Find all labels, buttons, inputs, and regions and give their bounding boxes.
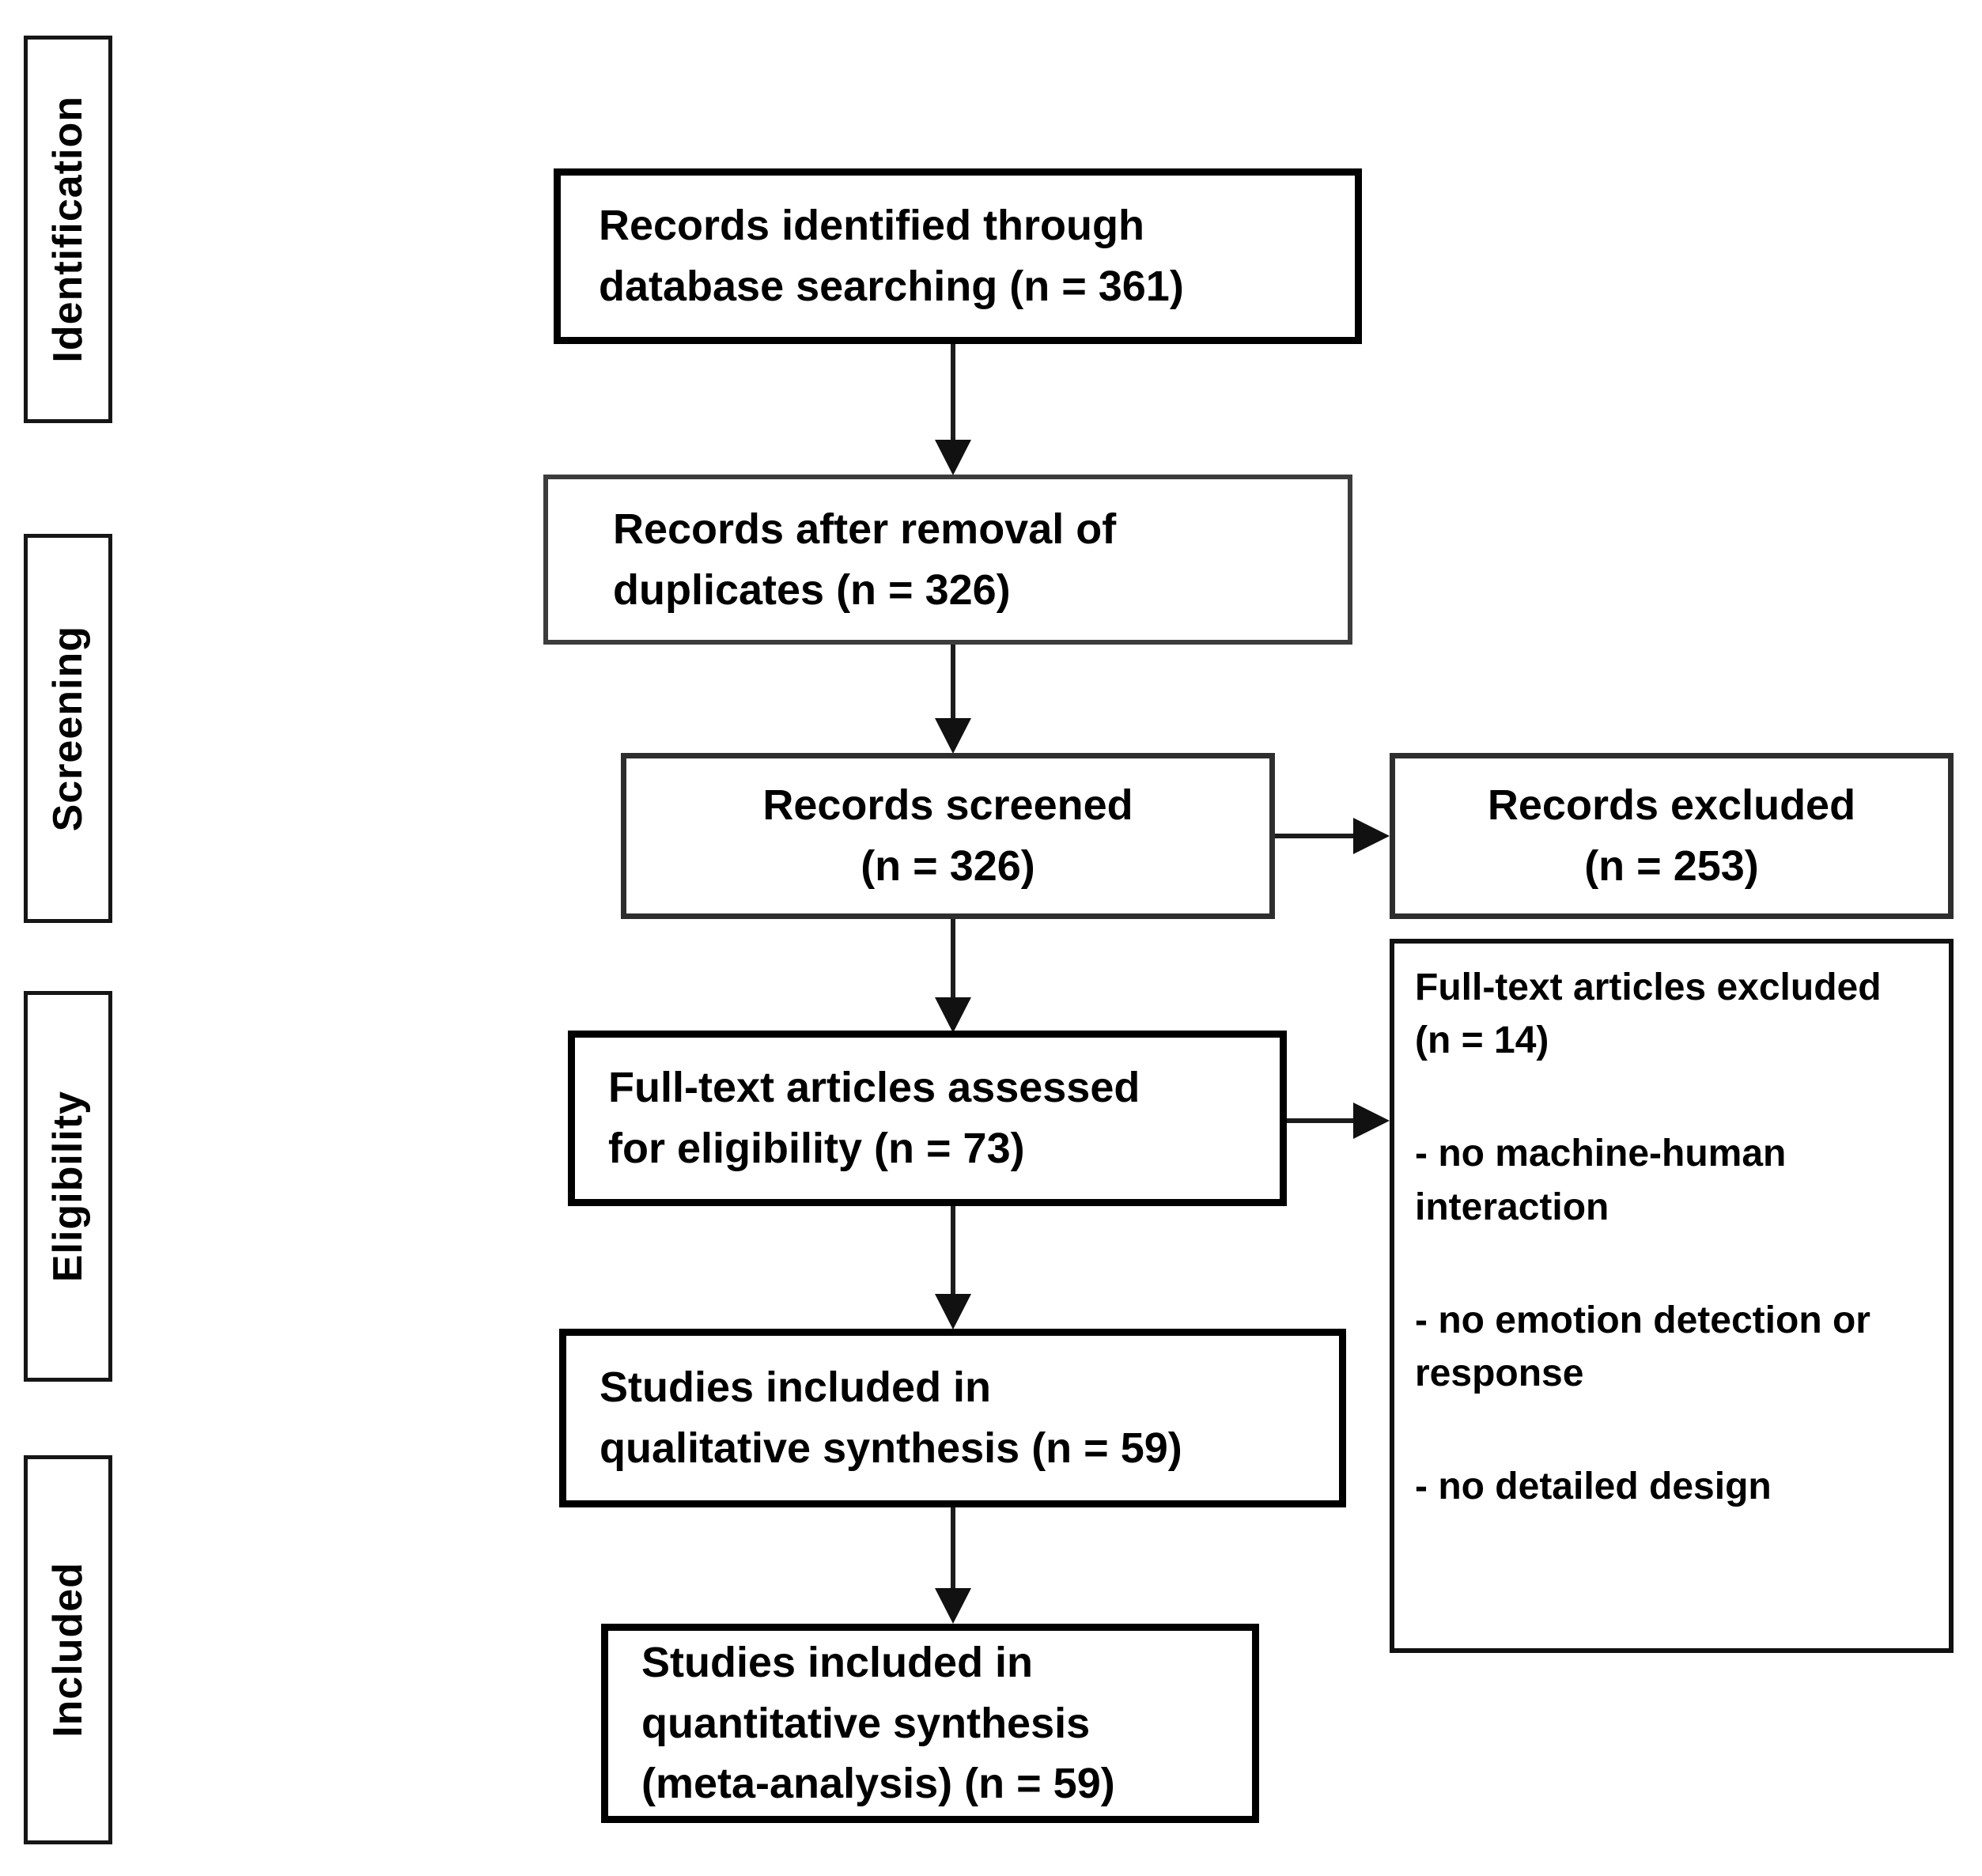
stage-eligibility-label: Eligibility — [45, 1090, 91, 1283]
exclusion-reason-2: - no emotion detection or response — [1415, 1299, 1870, 1394]
box-duplicates-removed: Records after removal of duplicates (n =… — [543, 475, 1352, 645]
box-records-excluded: Records excluded (n = 253) — [1390, 753, 1954, 919]
stage-screening: Screening — [24, 534, 112, 923]
arrow-screened-to-assessed-head — [935, 997, 971, 1033]
box-fulltext-assessed-text: Full-text articles assessed for eligibil… — [608, 1064, 1140, 1172]
box-records-excluded-text: Records excluded (n = 253) — [1487, 781, 1856, 890]
box-quantitative-synthesis-text: Studies included in quantitative synthes… — [641, 1638, 1115, 1808]
box-records-identified: Records identified through database sear… — [554, 168, 1362, 344]
arrow-assessed-to-ftexcluded-head — [1353, 1103, 1390, 1139]
box-fulltext-excluded-header: Full-text articles excluded (n = 14) — [1415, 966, 1882, 1062]
arrow-identified-to-dedup-head — [935, 440, 971, 475]
arrow-qualitative-to-quantitative-head — [935, 1588, 971, 1624]
stage-included-label: Included — [45, 1562, 91, 1738]
box-qualitative-synthesis: Studies included in qualitative synthesi… — [559, 1329, 1346, 1507]
box-quantitative-synthesis: Studies included in quantitative synthes… — [601, 1624, 1259, 1823]
arrow-qualitative-to-quantitative-line — [951, 1507, 955, 1589]
stage-included: Included — [24, 1455, 112, 1844]
arrow-dedup-to-screened-line — [951, 645, 955, 719]
box-duplicates-removed-text: Records after removal of duplicates (n =… — [613, 505, 1117, 614]
box-fulltext-assessed: Full-text articles assessed for eligibil… — [568, 1031, 1287, 1206]
arrow-dedup-to-screened-head — [935, 718, 971, 754]
arrow-screened-to-excluded-line — [1275, 834, 1354, 838]
stage-eligibility: Eligibility — [24, 991, 112, 1382]
exclusion-reason-3: - no detailed design — [1415, 1466, 1772, 1508]
box-fulltext-excluded: Full-text articles excluded (n = 14) - n… — [1390, 939, 1954, 1653]
arrow-screened-to-assessed-line — [951, 919, 955, 998]
stage-identification-label: Identification — [45, 96, 91, 363]
box-records-screened: Records screened (n = 326) — [621, 753, 1275, 919]
exclusion-reason-1: - no machine-human interaction — [1415, 1133, 1787, 1228]
stage-identification: Identification — [24, 36, 112, 423]
arrow-assessed-to-ftexcluded-line — [1287, 1118, 1354, 1123]
arrow-identified-to-dedup-line — [951, 344, 955, 441]
box-records-identified-text: Records identified through database sear… — [599, 202, 1184, 310]
arrow-screened-to-excluded-head — [1353, 818, 1390, 854]
box-records-screened-text: Records screened (n = 326) — [762, 781, 1133, 890]
arrow-assessed-to-qualitative-head — [935, 1294, 971, 1329]
box-qualitative-synthesis-text: Studies included in qualitative synthesi… — [600, 1364, 1182, 1472]
arrow-assessed-to-qualitative-line — [951, 1206, 955, 1295]
stage-screening-label: Screening — [45, 625, 91, 832]
